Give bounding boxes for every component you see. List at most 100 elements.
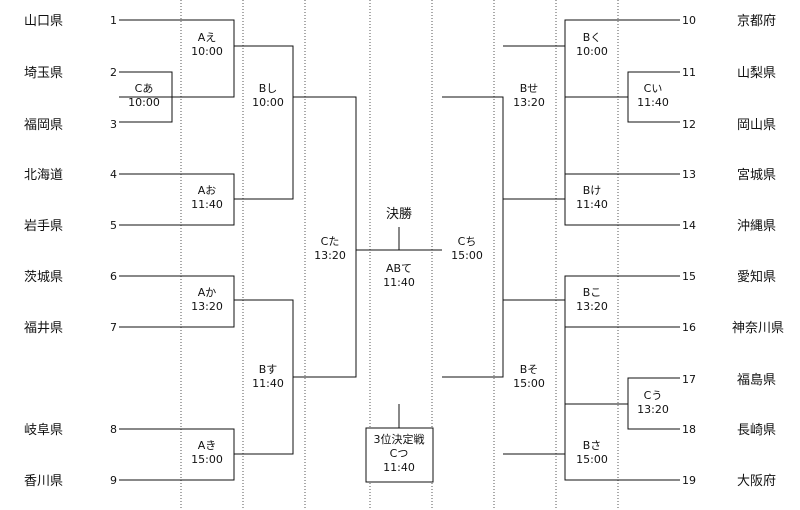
seed-number: 14 <box>682 219 696 232</box>
seed-number: 1 <box>110 14 117 27</box>
left-team-names: 山口県 埼玉県 福岡県 北海道 岩手県 茨城県 福井県 岐阜県 香川県 <box>24 14 63 489</box>
match-code: Bそ <box>520 363 539 376</box>
right-seed-numbers: 10 11 12 13 14 15 16 17 18 19 <box>682 14 696 487</box>
match-code: Cう <box>644 389 663 402</box>
match-code: Bさ <box>583 439 602 452</box>
match-b-ku: Bく 10:00 <box>576 31 608 58</box>
column-dividers <box>180 0 619 510</box>
bracket-line <box>234 45 294 200</box>
match-code: Aえ <box>198 31 217 44</box>
match-time: 11:40 <box>576 198 608 211</box>
match-c-a: Cあ 10:00 <box>128 82 160 109</box>
team-name: 岩手県 <box>24 219 63 234</box>
match-third-place: 3位決定戦 Cつ 11:40 <box>374 432 425 474</box>
match-time: 11:40 <box>383 276 415 289</box>
match-time: 13:20 <box>637 403 669 416</box>
match-time: 11:40 <box>252 377 284 390</box>
match-a-e: Aえ 10:00 <box>191 31 223 58</box>
match-time: 15:00 <box>451 249 483 262</box>
team-name: 埼玉県 <box>24 66 63 81</box>
match-time: 11:40 <box>191 198 223 211</box>
team-name: 山口県 <box>24 14 63 29</box>
seed-number: 3 <box>110 118 117 131</box>
match-b-se: Bせ 13:20 <box>513 82 545 109</box>
match-c-ta: Cた 13:20 <box>314 235 346 262</box>
match-c-u: Cう 13:20 <box>637 389 669 416</box>
team-name: 大阪府 <box>737 474 776 489</box>
seed-number: 8 <box>110 423 117 436</box>
team-name: 香川県 <box>24 474 63 489</box>
match-code: Bし <box>259 82 278 95</box>
match-b-sa: Bさ 15:00 <box>576 439 608 466</box>
left-seed-numbers: 1 2 3 4 5 6 7 8 9 <box>110 14 117 487</box>
team-name: 福岡県 <box>24 118 63 133</box>
match-time: 10:00 <box>576 45 608 58</box>
match-b-ke: Bけ 11:40 <box>576 184 608 211</box>
seed-number: 11 <box>682 66 696 79</box>
match-time: 15:00 <box>576 453 608 466</box>
bracket-line <box>442 96 504 378</box>
bracket-line <box>627 71 680 123</box>
team-name: 愛知県 <box>737 269 776 285</box>
bracket-line <box>503 45 566 200</box>
team-name: 北海道 <box>24 168 63 183</box>
match-time: 15:00 <box>191 453 223 466</box>
seed-number: 10 <box>682 14 696 27</box>
team-name: 岡山県 <box>737 118 776 133</box>
seed-number: 13 <box>682 168 696 181</box>
match-time: 13:20 <box>576 300 608 313</box>
seed-number: 5 <box>110 219 117 232</box>
match-time: 13:20 <box>513 96 545 109</box>
bracket-line <box>503 299 566 455</box>
team-name: 沖縄県 <box>737 219 776 234</box>
seed-number: 2 <box>110 66 117 79</box>
team-name: 福井県 <box>24 321 63 336</box>
bracket-lines <box>119 19 680 481</box>
seed-number: 12 <box>682 118 696 131</box>
match-b-ko: Bこ 13:20 <box>576 286 608 313</box>
match-code: Bく <box>583 31 602 44</box>
bracket-line <box>119 71 173 123</box>
bracket-line <box>564 403 680 481</box>
bracket-line <box>564 173 680 226</box>
team-name: 神奈川県 <box>732 321 784 336</box>
final-label: 決勝 <box>386 207 412 222</box>
seed-number: 6 <box>110 270 117 283</box>
team-name: 岐阜県 <box>24 422 63 438</box>
seed-number: 19 <box>682 474 696 487</box>
match-code: Bこ <box>583 286 602 299</box>
match-time: 13:20 <box>314 249 346 262</box>
team-name: 茨城県 <box>24 270 63 285</box>
match-time: 10:00 <box>128 96 160 109</box>
match-time: 11:40 <box>637 96 669 109</box>
team-name: 長崎県 <box>737 423 776 438</box>
match-a-ka: Aか 13:20 <box>191 286 223 313</box>
match-code: Cつ <box>390 447 409 460</box>
third-place-label: 3位決定戦 <box>374 432 425 446</box>
seed-number: 17 <box>682 373 696 386</box>
match-time: 10:00 <box>252 96 284 109</box>
match-code: Cた <box>321 235 340 248</box>
match-code: ABて <box>386 262 412 275</box>
match-b-shi: Bし 10:00 <box>252 82 284 109</box>
bracket-line <box>293 96 357 378</box>
match-a-ki: Aき 15:00 <box>191 439 223 466</box>
bracket-line <box>564 19 680 98</box>
bracket-line <box>119 275 235 328</box>
seed-number: 4 <box>110 168 117 181</box>
match-code: Bけ <box>583 184 602 197</box>
match-code: Cい <box>644 82 663 95</box>
match-c-i: Cい 11:40 <box>637 82 669 109</box>
match-time: 11:40 <box>383 461 415 474</box>
bracket-line <box>119 19 235 98</box>
match-code: Cち <box>458 235 477 248</box>
match-c-chi: Cち 15:00 <box>451 235 483 262</box>
bracket-line <box>564 275 680 328</box>
match-b-so: Bそ 15:00 <box>513 363 545 390</box>
team-name: 福島県 <box>737 373 776 388</box>
right-team-names: 京都府 山梨県 岡山県 宮城県 沖縄県 愛知県 神奈川県 福島県 長崎県 大阪府 <box>732 14 784 489</box>
seed-number: 16 <box>682 321 696 334</box>
seed-number: 9 <box>110 474 117 487</box>
match-code: Aき <box>198 439 217 452</box>
